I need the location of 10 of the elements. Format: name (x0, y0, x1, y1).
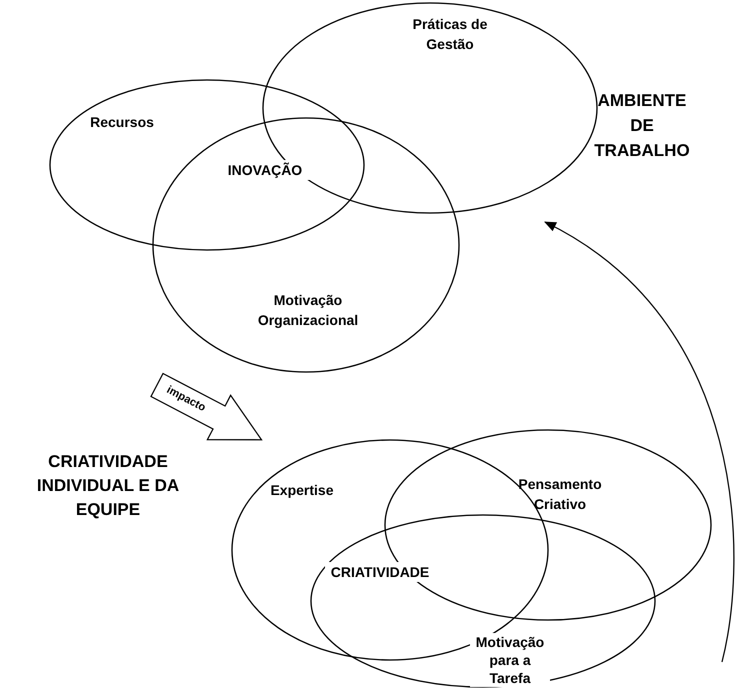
block-arrow (150, 372, 263, 440)
section-heading: AMBIENTE DE TRABALHO (592, 88, 692, 163)
ellipse-label: Motivação para a Tarefa (470, 633, 550, 687)
ellipse-label: Motivação Organizacional (256, 291, 360, 330)
curved-arrow (544, 221, 734, 662)
ellipse-label: Práticas de Gestão (412, 15, 488, 54)
section-heading: CRIATIVIDADE INDIVIDUAL E DA EQUIPE (36, 451, 180, 521)
ellipse-label: Expertise (269, 481, 335, 500)
ellipse-label: Recursos (89, 113, 155, 132)
ellipse-label: Pensamento Criativo (517, 475, 603, 514)
